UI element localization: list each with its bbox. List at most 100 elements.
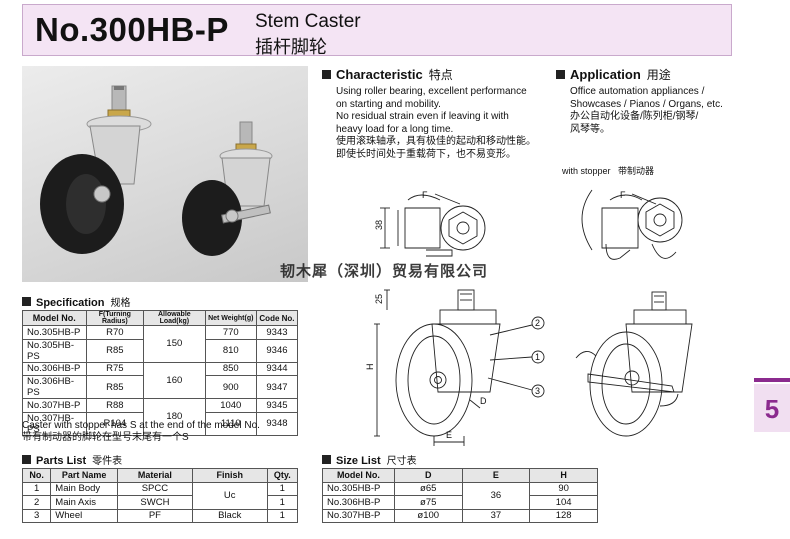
side-tab-number: 5 (764, 394, 780, 424)
column-header: Allowable Load(kg) (143, 310, 206, 326)
table-header-row: Model No. F(Turning Radius) Allowable Lo… (22, 310, 299, 326)
cell-d: ø100 (393, 508, 463, 523)
top-view-stopper-drawing (581, 189, 683, 260)
cell-d: ø75 (393, 495, 463, 510)
cell-code: 9344 (255, 361, 299, 376)
cell-code: 9348 (255, 411, 299, 436)
column-header: Part Name (50, 468, 119, 483)
table-row: No.307HB-PS R104 1110 9348 (22, 411, 299, 436)
specification-note-cn: 带有制动器的脚轮在型号末尾有一个S (22, 432, 189, 443)
table-row: No.305HB-PS R85 810 9346 (22, 338, 299, 363)
table-row: No.307HB-P R88 180 1040 9345 (22, 398, 299, 436)
product-photo (22, 66, 308, 282)
table-row: No.305HB-P R70 150 770 9343 (22, 325, 299, 363)
cell-no: 1 (21, 481, 52, 496)
characteristic-line: No residual strain even if leaving it wi… (336, 111, 509, 122)
cell-weight: 810 (204, 338, 257, 363)
cell-model: No.306HB-P (22, 361, 87, 376)
cell-material: PF (117, 508, 193, 523)
parts-list-heading: Parts List 零件表 (22, 452, 122, 467)
parts-list-heading-text: Parts List (36, 455, 87, 467)
application-line: 办公自动化设备/陈列柜/钢琴/ (570, 111, 699, 122)
cell-f: R104 (85, 411, 145, 436)
stopper-label: with stopper (561, 166, 611, 176)
characteristic-line: heavy load for a long time. (336, 123, 454, 135)
cell-model: No.306HB-PS (22, 375, 87, 399)
cell-load: 180 (143, 398, 206, 436)
table-row: 3 Wheel PF Black 1 (21, 508, 299, 523)
column-header: No. (21, 468, 52, 483)
column-header: Finish (191, 468, 268, 483)
large-caster-image (40, 85, 152, 254)
size-list-heading-cn: 尺寸表 (386, 456, 417, 467)
application-heading-cn: 用途 (646, 68, 671, 82)
cell-model: No.307HB-P (22, 398, 87, 413)
dim-e-label: E (446, 430, 452, 440)
cell-model: No.305HB-P (22, 325, 87, 340)
side-tab: 5 (754, 384, 790, 432)
cell-f: R85 (85, 375, 145, 399)
cell-f: R88 (85, 398, 145, 413)
application-line: 风琴等。 (570, 123, 610, 135)
cell-code: 9345 (255, 398, 299, 413)
cell-no: 2 (21, 495, 52, 510)
cell-model: No.307HB-PS (22, 411, 87, 436)
square-bullet-icon (556, 70, 565, 79)
column-header: F(Turning Radius) (85, 310, 145, 326)
column-header: Qty. (266, 468, 299, 483)
parts-list-heading-cn: 零件表 (92, 456, 123, 467)
cell-h: 128 (529, 508, 598, 523)
top-view-drawing (380, 193, 486, 257)
cell-f: R85 (85, 338, 145, 363)
side-view-drawing (374, 289, 545, 446)
cell-model: No.305HB-PS (22, 338, 87, 363)
cell-d: ø65 (393, 481, 463, 496)
cell-qty: 1 (266, 508, 299, 523)
table-header-row: No. Part Name Material Finish Qty. (21, 468, 299, 483)
cell-model: No.306HB-P (322, 495, 395, 510)
small-caster-image (182, 121, 273, 256)
cell-f: R75 (85, 361, 145, 376)
dim-f-stopper-label: F (620, 190, 626, 200)
square-bullet-icon (322, 455, 331, 464)
cell-code: 9346 (255, 338, 299, 363)
column-header: Model No. (322, 468, 395, 483)
specification-note-en: Caster with stopper has S at the end of … (22, 420, 260, 431)
callout-2: 2 (535, 318, 540, 328)
cell-h: 90 (529, 481, 598, 496)
cell-model: No.305HB-P (322, 481, 395, 496)
callout-3: 3 (535, 386, 540, 396)
characteristic-line: 使用滚珠轴承，具有极佳的起动和移动性能。 (336, 136, 536, 147)
size-list-heading-text: Size List (336, 455, 381, 467)
column-header: H (529, 468, 598, 483)
table-row: No.306HB-PS R85 900 9347 (22, 375, 299, 399)
size-list-table: Model No. D E H No.305HB-P ø65 36 90 No.… (322, 468, 598, 523)
characteristic-heading-cn: 特点 (428, 68, 453, 82)
application-line: Office automation appliances / (570, 86, 705, 97)
specification-heading-text: Specification (36, 297, 105, 309)
dim-25-label: 25 (374, 294, 384, 304)
table-row: No.307HB-P ø100 37 128 (322, 508, 598, 523)
size-list-heading: Size List 尺寸表 (322, 452, 417, 467)
cell-part-name: Wheel (50, 508, 119, 523)
column-header: Model No. (22, 310, 87, 326)
callout-1: 1 (535, 352, 540, 362)
parts-list-table: No. Part Name Material Finish Qty. 1 Mai… (21, 468, 299, 523)
characteristic-heading-text: Characteristic (336, 67, 423, 82)
side-tab-bar (754, 378, 790, 382)
specification-heading-cn: 规格 (110, 298, 131, 309)
column-header: Code No. (255, 310, 299, 326)
dim-38-label: 38 (374, 220, 384, 230)
specification-table: Model No. F(Turning Radius) Allowable Lo… (22, 310, 299, 436)
cell-load: 160 (143, 361, 206, 399)
header-band: No.300HB-P Stem Caster 插杆脚轮 (22, 4, 732, 57)
table-row: No.305HB-P ø65 36 90 (322, 481, 598, 510)
side-view-stopper-drawing (575, 291, 693, 437)
specification-heading: Specification 规格 (22, 294, 130, 309)
technical-drawing: with stopper 带制动器 F F 38 25 H D E 2 1 3 (365, 165, 693, 446)
cell-load: 150 (143, 325, 206, 363)
dim-f-label: F (422, 190, 428, 200)
cell-material: SPCC (117, 481, 193, 496)
table-row: No.306HB-P ø75 104 (322, 495, 598, 510)
characteristic-line: on starting and mobility. (336, 98, 441, 110)
